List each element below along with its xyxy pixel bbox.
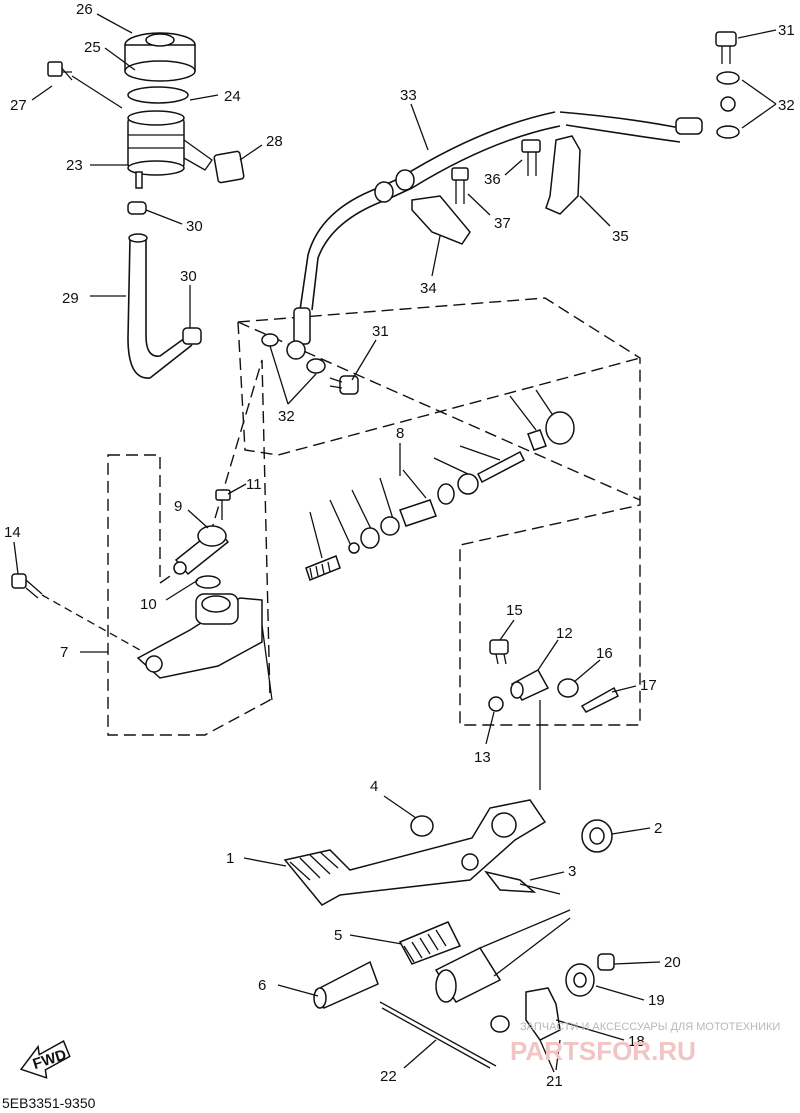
leader-lines [13,13,777,1073]
reservoir-group [47,32,245,215]
callout-23: 23 [66,157,83,174]
master-cylinder-group [11,489,273,701]
callout-28: 28 [266,133,283,150]
callout-9: 9 [174,498,182,515]
callout-33: 33 [400,87,417,104]
callout-7: 7 [60,644,68,661]
fwd-arrow: FWD [19,1040,71,1079]
callout-29: 29 [62,290,79,307]
callout-13: 13 [474,749,491,766]
kit-assembly-boundary [237,297,641,726]
callout-5: 5 [334,927,342,944]
piston-kit-group [305,389,575,581]
callout-15: 15 [506,602,523,619]
callout-16: 16 [596,645,613,662]
callout-27: 27 [10,97,27,114]
hose-fittings-group [261,31,740,395]
callout-31-upper: 31 [778,22,795,39]
callout-31-lower: 31 [372,323,389,340]
callout-32-lower: 32 [278,408,295,425]
callout-30-upper: 30 [186,218,203,235]
brake-hose-group [286,96,736,360]
callout-24: 24 [224,88,241,105]
callout-18: 18 [628,1033,645,1050]
callout-17: 17 [640,677,657,694]
callout-36: 36 [484,171,501,188]
callout-35: 35 [612,228,629,245]
callout-37: 37 [494,215,511,232]
diagram-code: 5EB3351-9350 [2,1095,96,1111]
callout-4: 4 [370,778,378,795]
watermark-logo: PARTSFOR.RU [510,1036,696,1066]
callout-22: 22 [380,1068,397,1085]
callout-labels: 26 25 24 27 23 28 30 29 30 33 31 32 36 3… [4,1,795,1090]
callout-21: 21 [546,1073,563,1090]
callout-20: 20 [664,954,681,971]
callout-25: 25 [84,39,101,56]
shaft-bracket-group [379,909,615,1071]
callout-32-upper: 32 [778,97,795,114]
cylinder-assembly-boundary [107,359,271,736]
brake-pedal-group [283,799,613,1009]
callout-34: 34 [420,280,437,297]
rod-end-group [488,639,620,790]
callout-26: 26 [76,1,93,18]
callout-2: 2 [654,820,662,837]
callout-19: 19 [648,992,665,1009]
reservoir-hose-group [127,233,202,379]
callout-8: 8 [396,425,404,442]
callout-14: 14 [4,524,21,541]
callout-11: 11 [246,476,262,493]
callout-30-lower: 30 [180,268,197,285]
callout-12: 12 [556,625,573,642]
callout-6: 6 [258,977,266,994]
watermark-text: ЗАПЧАСТИ И АКСЕССУАРЫ ДЛЯ МОТОТЕХНИКИ [520,1021,780,1033]
callout-3: 3 [568,863,576,880]
callout-1: 1 [226,850,234,867]
kit-boundary-left [237,321,641,456]
callout-10: 10 [140,596,157,613]
